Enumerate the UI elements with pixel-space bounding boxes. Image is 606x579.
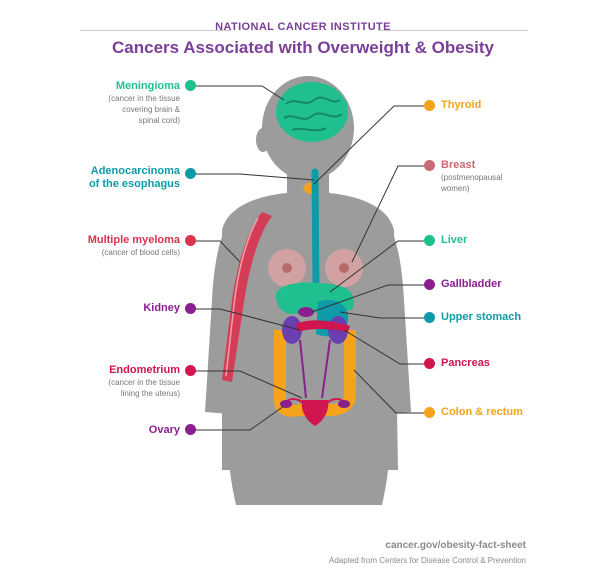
arm-bone-marrow [222, 212, 272, 382]
footer-url: cancer.gov/obesity-fact-sheet [385, 540, 526, 551]
label-gallbladder: Gallbladder [441, 278, 591, 291]
label-endometrium-note-2: lining the uterus) [120, 389, 180, 398]
label-endometrium-title: Endometrium [109, 364, 180, 376]
label-breast: Breast (postmenopausal women) [441, 159, 591, 194]
gallbladder-organ [298, 307, 314, 317]
label-multiple-myeloma: Multiple myeloma (cancer of blood cells) [40, 234, 180, 258]
label-upper-stomach-title: Upper stomach [441, 311, 522, 323]
dot-upper-stomach [424, 312, 435, 323]
label-kidney: Kidney [40, 302, 180, 315]
dot-thyroid [424, 100, 435, 111]
dot-kidney [185, 303, 196, 314]
label-meningioma-title: Meningioma [115, 80, 180, 92]
label-breast-title: Breast [441, 159, 476, 171]
label-meningioma-note-3: spinal cord) [138, 116, 180, 125]
dot-esophagus [185, 168, 196, 179]
dot-breast [424, 160, 435, 171]
label-upper-stomach: Upper stomach [441, 311, 591, 324]
dot-liver [424, 235, 435, 246]
esophagus [311, 168, 320, 294]
label-thyroid: Thyroid [441, 99, 591, 112]
brain-meninges [276, 82, 348, 142]
label-colon-rectum-title: Colon & rectum [441, 406, 523, 418]
label-gallbladder-title: Gallbladder [441, 278, 502, 290]
footer-source: Adapted from Centers for Disease Control… [329, 556, 526, 565]
label-meningioma-note-1: (cancer in the tissue [108, 94, 180, 103]
leader-lines [196, 85, 424, 431]
dot-pancreas [424, 358, 435, 369]
dot-multiple-myeloma [185, 235, 196, 246]
ureters [299, 339, 331, 399]
label-pancreas: Pancreas [441, 357, 591, 370]
label-breast-note-1: (postmenopausal [441, 173, 503, 182]
label-multiple-myeloma-title: Multiple myeloma [87, 234, 180, 246]
label-liver-title: Liver [441, 234, 468, 246]
label-meningioma-note-2: covering brain & [122, 105, 180, 114]
pancreas-organ [296, 320, 350, 332]
dot-meningioma [185, 80, 196, 91]
label-esophagus-line-1: Adenocarcinoma [90, 165, 180, 177]
organization-name: NATIONAL CANCER INSTITUTE [215, 21, 391, 33]
label-breast-note-2: women) [441, 184, 470, 193]
label-esophagus-line-2: of the esophagus [88, 178, 180, 190]
label-esophagus: Adenocarcinoma of the esophagus [40, 165, 180, 191]
dot-gallbladder [424, 279, 435, 290]
label-endometrium: Endometrium (cancer in the tissue lining… [40, 364, 180, 399]
label-endometrium-note-1: (cancer in the tissue [108, 378, 180, 387]
label-colon-rectum: Colon & rectum [441, 406, 591, 419]
header-rule-left [80, 30, 230, 31]
dot-colon-rectum [424, 407, 435, 418]
label-multiple-myeloma-note: (cancer of blood cells) [101, 248, 180, 257]
header-rule-right [378, 30, 528, 31]
label-kidney-title: Kidney [143, 302, 180, 314]
dot-ovary [185, 424, 196, 435]
label-ovary: Ovary [40, 424, 180, 437]
label-thyroid-title: Thyroid [441, 99, 482, 111]
label-liver: Liver [441, 234, 591, 247]
dot-endometrium [185, 365, 196, 376]
label-meningioma: Meningioma (cancer in the tissue coverin… [40, 80, 180, 126]
breast-tissue [268, 249, 363, 287]
page-title: Cancers Associated with Overweight & Obe… [112, 38, 494, 57]
uterus-ovaries [280, 398, 350, 426]
label-pancreas-title: Pancreas [441, 357, 490, 369]
label-ovary-title: Ovary [148, 424, 180, 436]
